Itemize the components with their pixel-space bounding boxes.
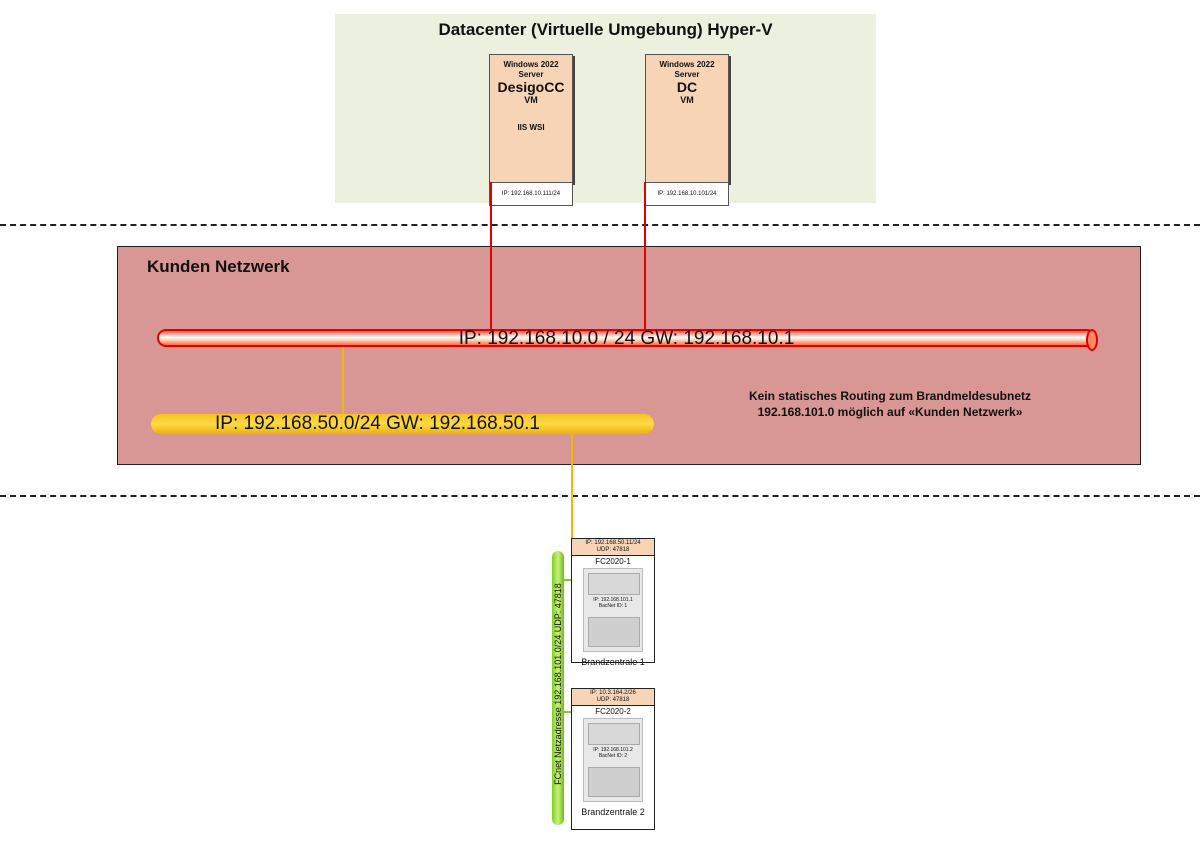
vm-type: VM xyxy=(524,95,538,105)
panel-name: FC2020-2 xyxy=(595,707,631,716)
device-info: IP: 192.168.101.1 BacNet ID: 1 xyxy=(584,597,642,609)
panel-header: IP: 192.168.50.11/24 UDP: 47818 xyxy=(572,539,654,556)
vm-ip: IP: 192.168.10.101/24 xyxy=(645,182,729,206)
panel-ip: IP: 10.3.164.2/26 xyxy=(590,690,636,696)
vm-name: DesigoCC xyxy=(497,79,565,95)
device-bacnet-id: BacNet ID: 1 xyxy=(598,603,628,609)
segment-label: IP: 192.168.50.0/24 GW: 192.168.50.1 xyxy=(215,413,541,434)
vm-os: Windows 2022 Server xyxy=(659,60,715,79)
panel-name: FC2020-1 xyxy=(595,557,631,566)
link-dc xyxy=(644,182,646,331)
routing-note-line: 192.168.101.0 möglich auf «Kunden Netzwe… xyxy=(757,405,1023,419)
zone-separator xyxy=(0,224,1200,226)
fcnet-label: FCnet Netzadresse 192.168.101.0/24 UDP: … xyxy=(553,583,563,785)
vm-os: Windows 2022 Server xyxy=(503,60,559,79)
vm-type: VM xyxy=(680,95,694,105)
vm-ip: IP: 192.168.10.111/24 xyxy=(489,182,573,206)
device-display xyxy=(588,723,640,745)
device-info: IP: 192.168.101.2 BacNet ID: 2 xyxy=(584,747,642,759)
fire-panel-device-image: IP: 192.168.101.1 BacNet ID: 1 xyxy=(583,568,643,652)
network-segment-192-168-10[interactable]: IP: 192.168.10.0 / 24 GW: 192.168.10.1 xyxy=(157,328,1098,351)
panel-udp: UDP: 47818 xyxy=(596,547,630,553)
segment-label: IP: 192.168.10.0 / 24 GW: 192.168.10.1 xyxy=(458,328,795,349)
vm-name: DC xyxy=(676,79,698,95)
fire-panel-device-image: IP: 192.168.101.2 BacNet ID: 2 xyxy=(583,718,643,802)
link-router xyxy=(342,347,344,415)
panel-udp: UDP: 47818 xyxy=(596,697,630,703)
panel-header: IP: 10.3.164.2/26 UDP: 47818 xyxy=(572,689,654,706)
fire-panel-1[interactable]: IP: 192.168.50.11/24 UDP: 47818 FC2020-1… xyxy=(571,538,655,667)
datacenter-zone: Datacenter (Virtuelle Umgebung) Hyper-V … xyxy=(335,14,876,206)
link-fire-panel xyxy=(571,434,573,538)
network-segment-192-168-50[interactable]: IP: 192.168.50.0/24 GW: 192.168.50.1 xyxy=(151,413,654,434)
device-ip: IP: 192.168.101.2 xyxy=(593,747,633,753)
panel-caption: Brandzentrale 2 xyxy=(581,807,645,817)
pipe-end-cap xyxy=(1086,329,1098,351)
device-ip: IP: 192.168.101.1 xyxy=(593,597,633,603)
vm-desigocc[interactable]: Windows 2022 Server DesigoCC VM IIS WSI … xyxy=(489,54,573,206)
routing-note-line: Kein statisches Routing zum Brandmeldesu… xyxy=(748,389,1032,403)
customer-network-title: Kunden Netzwerk xyxy=(147,257,290,276)
device-housing xyxy=(588,767,640,797)
routing-note: Kein statisches Routing zum Brandmeldesu… xyxy=(700,388,1080,420)
device-housing xyxy=(588,617,640,647)
panel-ip: IP: 192.168.50.11/24 xyxy=(585,540,641,546)
datacenter-title: Datacenter (Virtuelle Umgebung) Hyper-V xyxy=(438,20,773,39)
device-display xyxy=(588,573,640,595)
fcnet-link-2 xyxy=(564,711,572,713)
panel-caption: Brandzentrale 1 xyxy=(581,657,645,667)
zone-separator xyxy=(0,495,1200,497)
fire-panel-2[interactable]: IP: 10.3.164.2/26 UDP: 47818 FC2020-2 IP… xyxy=(571,688,655,830)
vm-services: IIS WSI xyxy=(517,123,545,132)
fcnet-segment[interactable]: FCnet Netzadresse 192.168.101.0/24 UDP: … xyxy=(552,551,564,825)
device-bacnet-id: BacNet ID: 2 xyxy=(598,753,628,759)
link-desigocc xyxy=(490,182,492,331)
vm-dc[interactable]: Windows 2022 Server DC VM IP: 192.168.10… xyxy=(645,54,729,206)
